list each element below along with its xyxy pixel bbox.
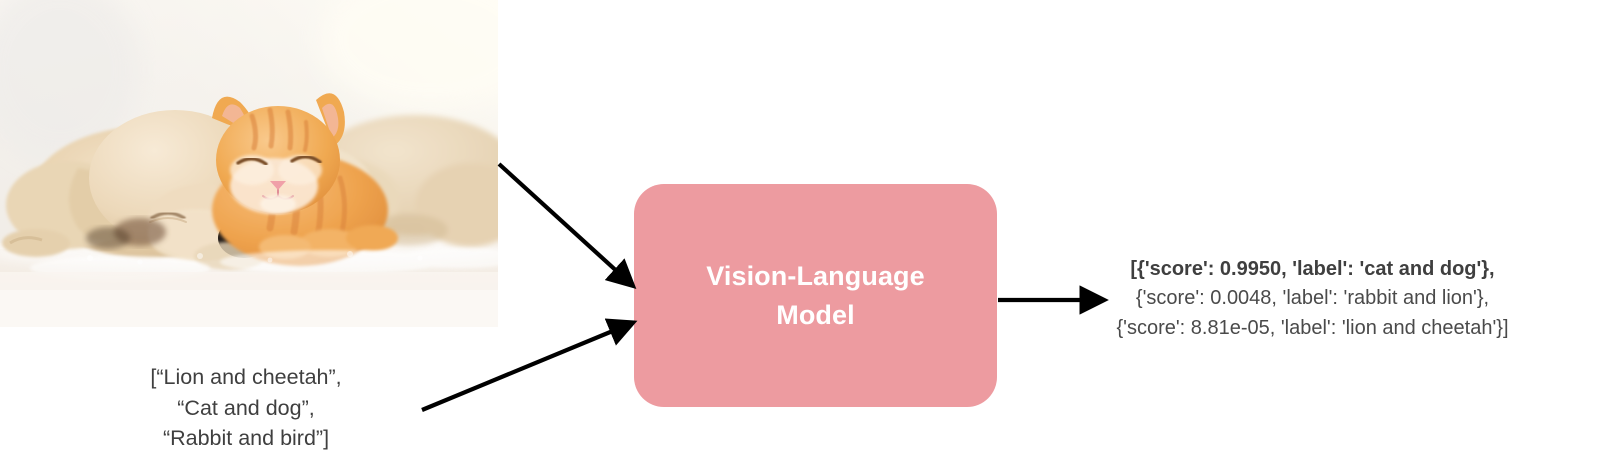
arrow-prompt-to-model: [421, 318, 638, 412]
output-predictions: [{'score': 0.9950, 'label': 'cat and dog…: [1040, 255, 1585, 343]
arrow-image-to-model: [497, 162, 637, 289]
model-box-label: Vision-Language Model: [706, 261, 925, 330]
output-line-1: [{'score': 0.9950, 'label': 'cat and dog…: [1130, 258, 1495, 280]
output-line-2: {'score': 0.0048, 'label': 'rabbit and l…: [1135, 287, 1490, 310]
prompt-list-text: [“Lion and cheetah”, “Cat and dog”, “Rab…: [150, 365, 342, 451]
vision-language-model-box: Vision-Language Model: [634, 184, 997, 407]
puppy-and-kitten-photo: [0, 0, 498, 327]
input-image: [0, 0, 498, 327]
output-line-3: {'score': 8.81e-05, 'label': 'lion and c…: [1116, 316, 1509, 339]
